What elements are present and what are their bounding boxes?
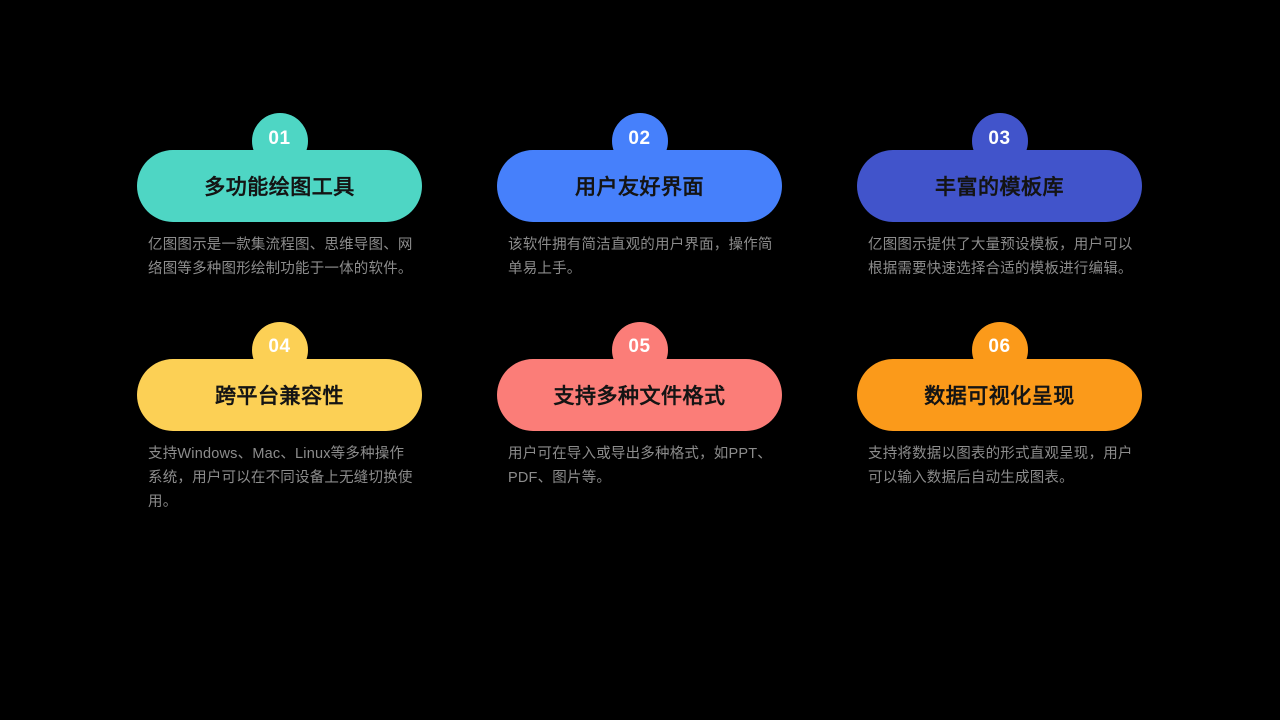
number-badge-label: 05 — [628, 336, 651, 358]
feature-card-grid: 01 多功能绘图工具 亿图图示是一款集流程图、思维导图、网络图等多种图形绘制功能… — [137, 113, 1143, 515]
number-badge-label: 04 — [268, 336, 291, 358]
feature-card[interactable]: 03 丰富的模板库 亿图图示提供了大量预设模板，用户可以根据需要快速选择合适的模… — [857, 113, 1142, 282]
title-pill[interactable]: 数据可视化呈现 — [857, 358, 1142, 431]
title-pill[interactable]: 跨平台兼容性 — [137, 358, 422, 431]
card-title: 支持多种文件格式 — [553, 384, 726, 408]
card-title: 丰富的模板库 — [935, 176, 1064, 199]
number-badge-label: 03 — [988, 127, 1011, 149]
card-title: 多功能绘图工具 — [204, 176, 355, 199]
card-description: 亿图图示提供了大量预设模板，用户可以根据需要快速选择合适的模板进行编辑。 — [868, 237, 1133, 277]
feature-card[interactable]: 02 用户友好界面 该软件拥有简洁直观的用户界面，操作简单易上手。 — [497, 113, 782, 282]
card-title: 跨平台兼容性 — [215, 384, 344, 408]
number-badge-label: 06 — [988, 336, 1011, 358]
card-header: 03 丰富的模板库 — [857, 113, 1142, 222]
feature-card[interactable]: 06 数据可视化呈现 支持将数据以图表的形式直观呈现，用户可以输入数据后自动生成… — [857, 321, 1142, 515]
card-description: 亿图图示是一款集流程图、思维导图、网络图等多种图形绘制功能于一体的软件。 — [148, 237, 413, 277]
card-description: 支持将数据以图表的形式直观呈现，用户可以输入数据后自动生成图表。 — [868, 445, 1133, 486]
card-title: 用户友好界面 — [575, 176, 704, 199]
feature-card[interactable]: 05 支持多种文件格式 用户可在导入或导出多种格式，如PPT、PDF、图片等。 — [497, 321, 782, 515]
title-pill[interactable]: 丰富的模板库 — [857, 150, 1142, 222]
card-description: 该软件拥有简洁直观的用户界面，操作简单易上手。 — [508, 237, 773, 277]
card-description: 支持Windows、Mac、Linux等多种操作系统，用户可以在不同设备上无缝切… — [148, 445, 413, 510]
title-pill[interactable]: 支持多种文件格式 — [497, 358, 782, 431]
card-header: 01 多功能绘图工具 — [137, 113, 422, 222]
title-pill[interactable]: 用户友好界面 — [497, 150, 782, 222]
feature-card[interactable]: 04 跨平台兼容性 支持Windows、Mac、Linux等多种操作系统，用户可… — [137, 321, 422, 515]
title-pill[interactable]: 多功能绘图工具 — [137, 150, 422, 222]
card-header: 05 支持多种文件格式 — [497, 321, 782, 431]
card-header: 02 用户友好界面 — [497, 113, 782, 222]
number-badge-label: 02 — [628, 127, 651, 149]
card-title: 数据可视化呈现 — [924, 384, 1075, 408]
card-header: 04 跨平台兼容性 — [137, 321, 422, 431]
card-header: 06 数据可视化呈现 — [857, 321, 1142, 431]
number-badge-label: 01 — [268, 127, 291, 149]
card-description: 用户可在导入或导出多种格式，如PPT、PDF、图片等。 — [508, 445, 772, 486]
feature-card[interactable]: 01 多功能绘图工具 亿图图示是一款集流程图、思维导图、网络图等多种图形绘制功能… — [137, 113, 422, 282]
